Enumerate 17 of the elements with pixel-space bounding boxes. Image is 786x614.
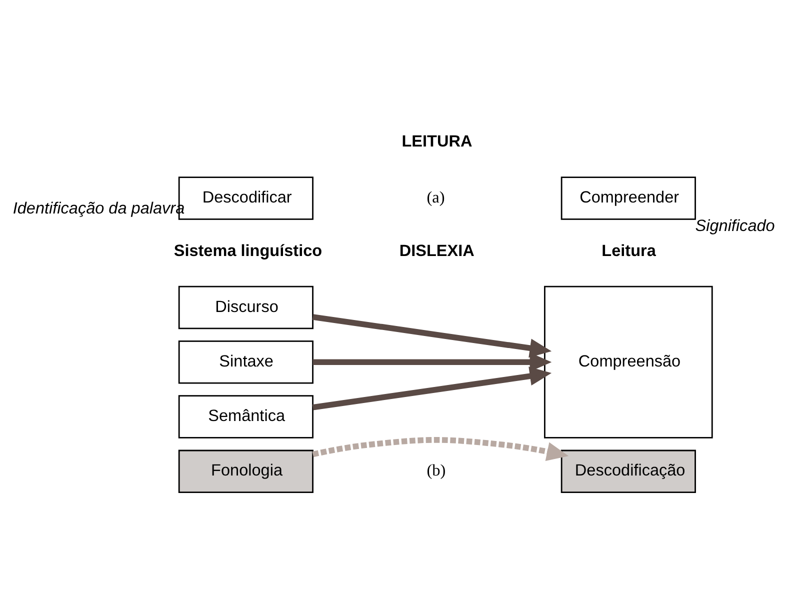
label: (b) <box>426 461 446 480</box>
label: LEITURA <box>402 132 472 150</box>
node-box: Discurso <box>178 285 314 329</box>
arrow <box>312 436 569 460</box>
node-box: Fonologia <box>178 449 314 493</box>
node-box: Compreensão <box>544 285 713 438</box>
node-box: Semântica <box>178 394 314 438</box>
label: (a) <box>426 188 445 206</box>
label: Leitura <box>602 242 656 260</box>
label: Sistema linguístico <box>174 242 322 260</box>
arrow <box>312 366 552 410</box>
label: DISLEXIA <box>399 242 474 260</box>
arrow <box>312 314 552 358</box>
node-box: Sintaxe <box>178 340 314 384</box>
node-box: Compreender <box>560 176 696 220</box>
node-label: Significado <box>695 216 775 234</box>
node-box: Descodificação <box>560 449 696 493</box>
